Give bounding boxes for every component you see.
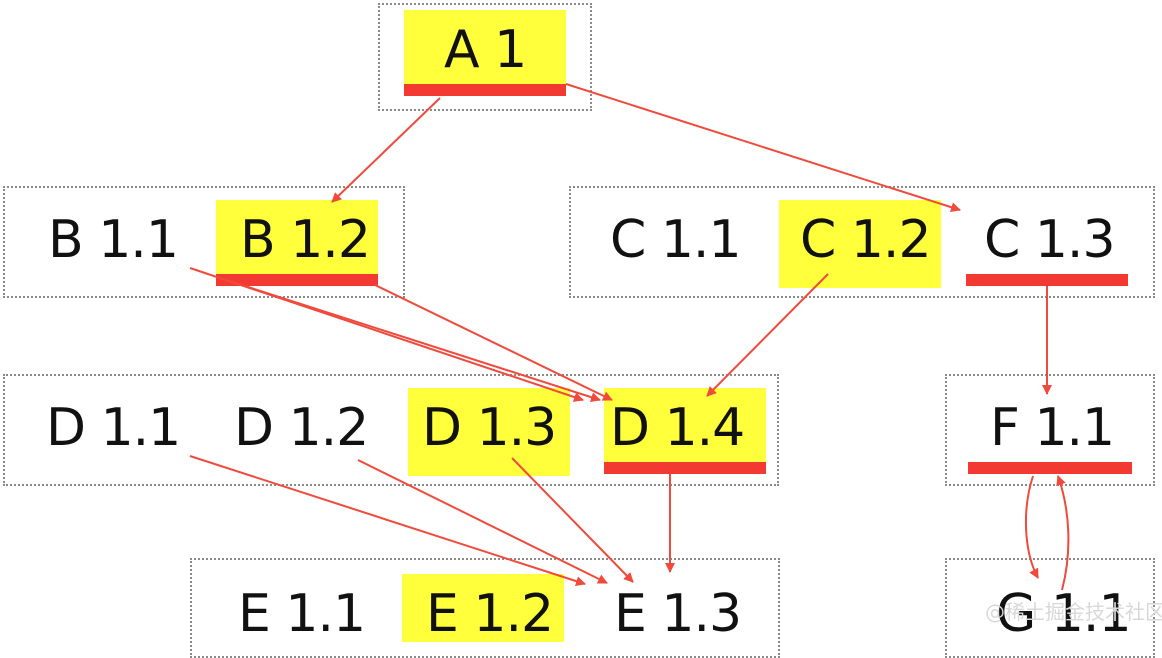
node-d14-highlight <box>604 388 766 468</box>
node-c13: C 1.3 <box>984 210 1116 270</box>
node-d12: D 1.2 <box>234 398 369 458</box>
node-d14-underline <box>604 462 766 474</box>
node-e12-highlight <box>402 574 564 642</box>
node-a1: A 1 <box>444 20 527 80</box>
node-d11: D 1.1 <box>46 398 181 458</box>
node-a1-highlight <box>404 10 566 90</box>
node-b12-highlight <box>216 200 378 280</box>
node-g11: G 1.1 <box>996 584 1132 644</box>
node-f11: F 1.1 <box>990 398 1115 458</box>
node-e13: E 1.3 <box>614 584 742 644</box>
node-e12: E 1.2 <box>426 584 554 644</box>
group-f <box>945 374 1155 486</box>
node-b11: B 1.1 <box>48 210 179 270</box>
node-c13-underline <box>966 274 1128 286</box>
node-a1-underline <box>404 84 566 96</box>
group-a <box>378 3 592 111</box>
node-b12-underline <box>216 274 378 286</box>
node-d14: D 1.4 <box>610 398 745 458</box>
node-d13: D 1.3 <box>422 398 557 458</box>
node-f11-underline <box>968 462 1132 474</box>
node-e11: E 1.1 <box>238 584 366 644</box>
node-c11: C 1.1 <box>610 210 742 270</box>
watermark: @稀土掘金技术社区 <box>985 600 1162 624</box>
node-b12: B 1.2 <box>240 210 371 270</box>
node-c12: C 1.2 <box>800 210 932 270</box>
